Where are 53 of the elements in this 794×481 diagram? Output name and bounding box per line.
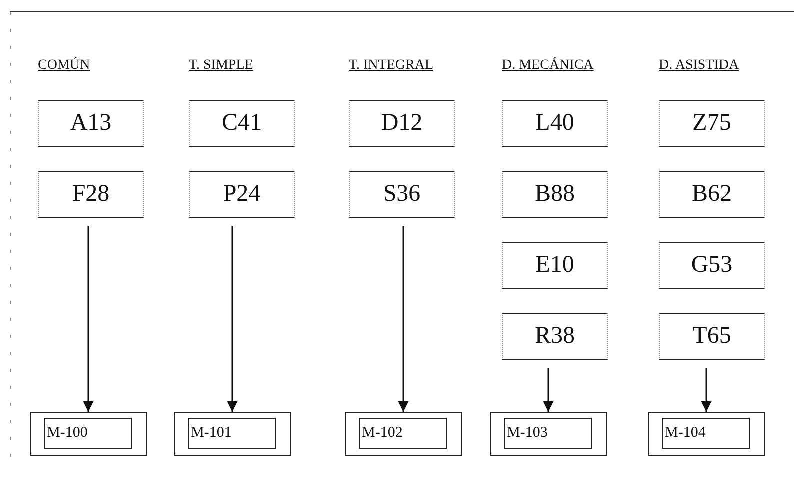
node-text: P24 [223,181,261,208]
node-text: B62 [692,181,732,208]
column-heading: D. MECÁNICA [502,58,594,74]
code-box [38,100,144,147]
node-text: M-104 [665,425,706,442]
node-text: C41 [222,110,262,137]
code-box [349,100,455,147]
node-text: S36 [383,181,421,208]
code-box [659,171,765,218]
code-box [502,242,608,289]
node-text: M-102 [362,425,403,442]
arrow [701,368,712,412]
node-text: B88 [534,181,575,208]
column-heading: COMÚN [38,58,90,74]
label-box [662,418,750,449]
node-text: M-103 [507,425,548,442]
code-box [659,313,765,360]
node-text: L40 [536,110,574,137]
code-box [349,171,455,218]
code-box [502,313,608,360]
arrow [83,226,94,412]
outer-box [345,412,462,456]
node-text: F28 [72,181,110,208]
outer-box [648,412,765,456]
label-box [44,418,132,449]
label-box [359,418,447,449]
column-heading: D. ASISTIDA [659,58,740,74]
node-text: M-101 [191,425,232,442]
column-heading: T. INTEGRAL [349,58,434,74]
code-box [189,171,295,218]
code-box [189,100,295,147]
node-text: R38 [534,323,575,350]
outer-box [174,412,291,456]
code-box [659,242,765,289]
node-text: T65 [692,323,732,350]
code-box [659,100,765,147]
outer-box [490,412,607,456]
arrow [227,226,238,412]
label-box [188,418,276,449]
code-box [502,171,608,218]
code-box [38,171,144,218]
code-box [502,100,608,147]
node-text: M-100 [47,425,88,442]
node-text: Z75 [692,110,732,137]
outer-box [30,412,147,456]
node-text: D12 [381,110,423,137]
arrow [543,368,554,412]
node-text: E10 [536,252,574,279]
node-text: G53 [691,252,733,279]
arrow [398,226,409,412]
label-box [504,418,592,449]
column-heading: T. SIMPLE [189,58,254,74]
node-text: A13 [70,110,112,137]
